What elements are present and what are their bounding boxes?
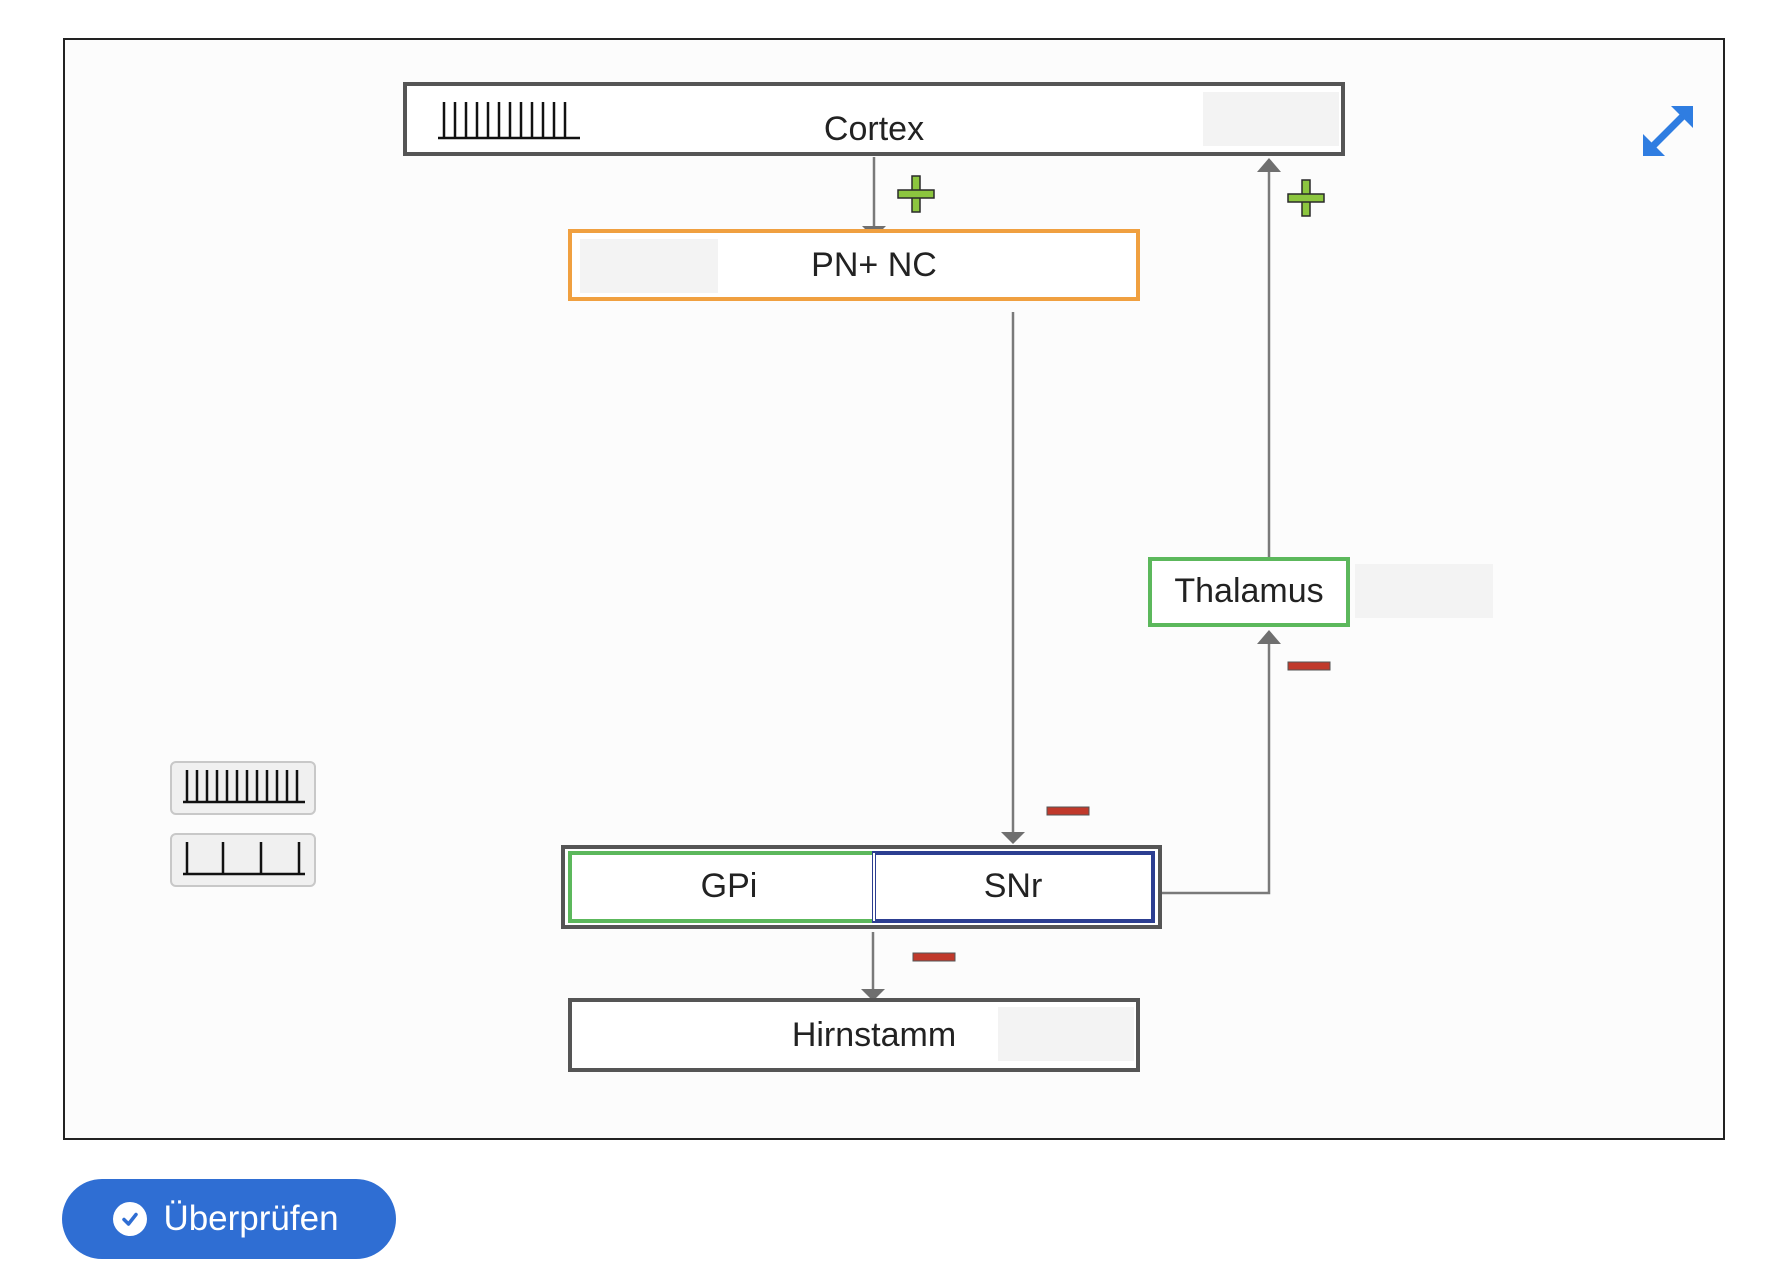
node-cortex: Cortex bbox=[403, 82, 1345, 156]
minus-sign-pn-snr bbox=[1046, 806, 1090, 816]
node-gpi-snr: GPi SNr bbox=[561, 845, 1162, 929]
arrowhead-down-snr bbox=[1001, 832, 1025, 844]
drop-zone-pn-nc[interactable] bbox=[580, 239, 718, 293]
hirnstamm-label: Hirnstamm bbox=[792, 1016, 956, 1054]
arrowhead-up-thalamus bbox=[1257, 630, 1281, 644]
drop-zone-cortex[interactable] bbox=[1203, 92, 1339, 146]
diagram-canvas: Cortex PN+ NC Thalamus GPi SNr Hirns bbox=[63, 38, 1725, 1140]
plus-sign-thalamus-cortex bbox=[1287, 179, 1325, 217]
cortex-label: Cortex bbox=[824, 110, 924, 148]
gpi-label: GPi bbox=[701, 867, 758, 905]
edge-snr-to-thalamus bbox=[1160, 642, 1271, 895]
snr-label: SNr bbox=[984, 867, 1043, 905]
plus-sign-cortex-pn bbox=[897, 175, 935, 213]
minus-sign-gpisnr-hirnstamm bbox=[912, 952, 956, 962]
drop-zone-thalamus[interactable] bbox=[1355, 564, 1493, 618]
check-circle-icon bbox=[113, 1202, 148, 1236]
check-button-label: Überprüfen bbox=[163, 1199, 339, 1238]
pn-nc-label: PN+ NC bbox=[811, 246, 937, 284]
thalamus-label: Thalamus bbox=[1174, 572, 1323, 610]
cortex-spike-train-icon bbox=[438, 102, 580, 140]
node-hirnstamm: Hirnstamm bbox=[568, 998, 1140, 1072]
drop-zone-hirnstamm[interactable] bbox=[998, 1007, 1134, 1061]
spike-chip-high-frequency[interactable] bbox=[170, 761, 316, 815]
spike-train-high-icon bbox=[183, 770, 305, 804]
minus-sign-snr-thalamus bbox=[1287, 661, 1331, 671]
spike-chip-low-frequency[interactable] bbox=[170, 833, 316, 887]
basal-ganglia-diagram: Cortex PN+ NC Thalamus GPi SNr Hirns bbox=[170, 82, 1701, 1072]
expand-arrows-icon[interactable] bbox=[1635, 98, 1701, 164]
arrowhead-down-hirnstamm bbox=[861, 989, 885, 1001]
node-pn-nc: PN+ NC bbox=[568, 229, 1140, 301]
check-button[interactable]: Überprüfen bbox=[62, 1179, 396, 1259]
arrowhead-up-cortex bbox=[1257, 158, 1281, 172]
spike-train-low-icon bbox=[183, 842, 305, 876]
node-thalamus: Thalamus bbox=[1148, 557, 1493, 627]
